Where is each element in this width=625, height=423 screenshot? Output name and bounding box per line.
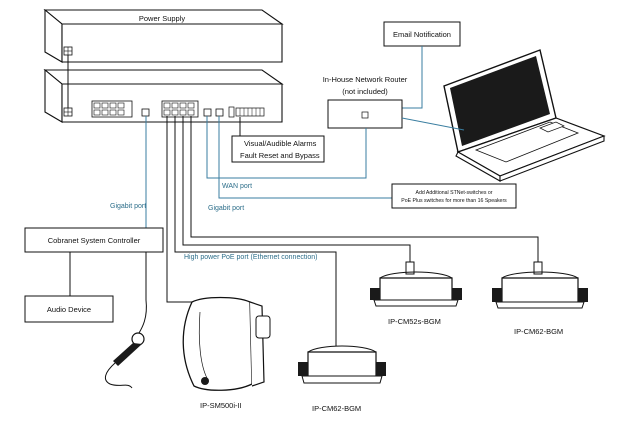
- wan-port: [203, 108, 212, 117]
- gigabit-cable-expansion: [218, 116, 392, 199]
- email-link: [402, 46, 423, 109]
- router-laptop-link: [401, 117, 465, 131]
- audio-device-label: Audio Device: [47, 305, 91, 314]
- cobranet-controller-label: Cobranet System Controller: [48, 236, 141, 245]
- fault-reset-label: Fault Reset and Bypass: [240, 151, 320, 160]
- add-switches-box: Add Additional STNet-switches or PoE Plu…: [391, 183, 517, 209]
- gigabit-port-label-left: Gigabit port: [110, 203, 146, 210]
- poe-cable-cm62-bottom: [174, 116, 337, 346]
- wan-port-label: WAN port: [222, 183, 252, 190]
- microphone-icon: [104, 299, 147, 389]
- alarms-box: Visual/Audible Alarms Fault Reset and By…: [231, 135, 325, 163]
- router-icon: [327, 99, 403, 129]
- email-notification-label: Email Notification: [393, 30, 451, 39]
- speaker-sm500-label: IP-SM500i-II: [200, 401, 242, 410]
- router-label-group: In-House Network Router (not included): [323, 75, 408, 96]
- cobranet-controller-box: Cobranet System Controller: [24, 227, 164, 253]
- power-port-icon: [63, 46, 73, 56]
- wall-speaker-icon: [182, 296, 271, 391]
- power-supply-unit: Power Supply: [43, 8, 284, 63]
- add-switches-line1: Add Additional STNet-switches or: [416, 190, 493, 196]
- switch-port-bank-left: [91, 100, 133, 118]
- switch-port-bank-poe: [161, 100, 199, 118]
- switch-power-port-icon: [63, 107, 73, 117]
- laptop-icon: [443, 49, 606, 182]
- alarms-label: Visual/Audible Alarms: [244, 139, 317, 148]
- gigabit-port-1: [141, 108, 150, 117]
- speaker-cm52-top-label: IP-CM52s-BGM: [388, 317, 441, 326]
- audio-device-box: Audio Device: [24, 295, 114, 323]
- poe-cable-cm52-top: [182, 116, 411, 262]
- power-supply-label: Power Supply: [139, 14, 186, 23]
- speaker-cm62-bottom-label: IP-CM62-BGM: [312, 404, 361, 413]
- alarm-terminal-block: [228, 106, 265, 118]
- email-notification-box: Email Notification: [383, 21, 461, 47]
- add-switches-line2: PoE Plus switches for more than 16 Speak…: [401, 198, 507, 204]
- gigabit-port-label-mid: Gigabit port: [208, 205, 244, 212]
- gigabit-port-2: [215, 108, 224, 117]
- ceiling-speaker-icon-right: [492, 261, 588, 309]
- router-label-line2: (not included): [342, 87, 388, 96]
- high-power-poe-label: High power PoE port (Ethernet connection…: [184, 254, 317, 261]
- router-label-line1: In-House Network Router: [323, 75, 408, 84]
- network-switch: [43, 68, 284, 123]
- ceiling-speaker-icon-top: [370, 261, 462, 307]
- wan-cable: [206, 116, 367, 179]
- poe-cable-cm62-right: [190, 116, 539, 262]
- ceiling-speaker-icon-bottom: [298, 345, 386, 384]
- speaker-cm62-right-label: IP-CM62-BGM: [514, 327, 563, 336]
- poe-cable-wall-speaker: [166, 116, 192, 303]
